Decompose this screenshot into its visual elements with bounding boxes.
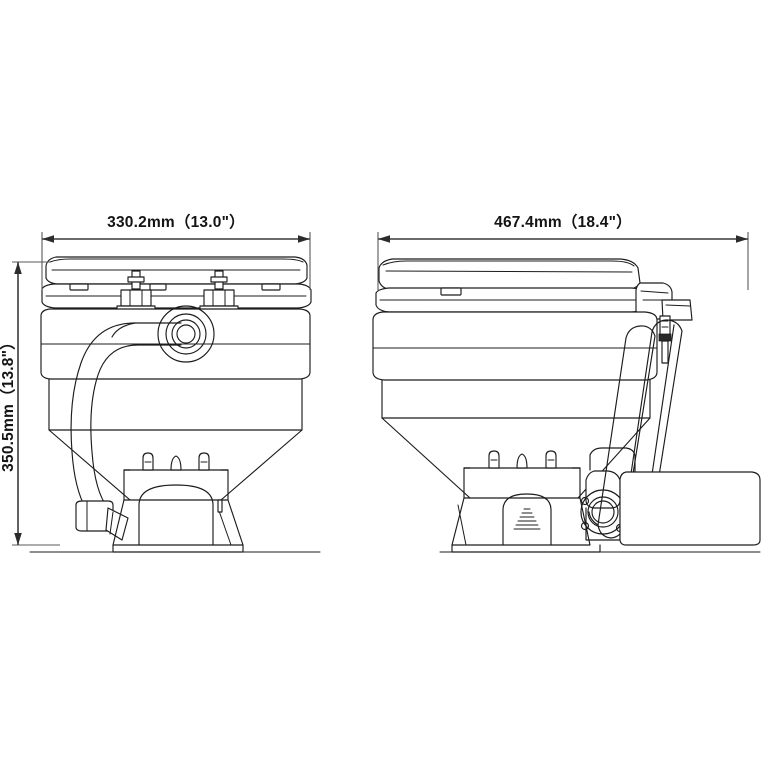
seat-side (375, 287, 648, 323)
mounting-bolt-left (142, 452, 154, 471)
front-view-group (29, 256, 321, 553)
dimension-width-front: 330.2mm（13.0"） (41, 213, 311, 290)
inlet-flange (157, 305, 215, 363)
mounting-bolt-right (198, 452, 210, 471)
hinge-bracket-side (635, 282, 693, 321)
discharge-hose (70, 322, 182, 516)
dimension-label-width-side: 467.4mm（18.4"） (494, 213, 632, 231)
mounting-bolt-right-side (545, 450, 557, 469)
seat (41, 283, 312, 309)
dimension-label-width-front: 330.2mm（13.0"） (107, 213, 245, 231)
mounting-bolt-left-side (488, 450, 500, 469)
dimension-height-front: 350.5mm（13.8"） (0, 261, 60, 546)
dimension-label-height-front: 350.5mm（13.8"） (0, 334, 17, 472)
bowl-side (372, 311, 658, 499)
pedestal-mount-bolts-side (463, 450, 581, 499)
side-view-group (372, 258, 761, 553)
pedestal-mount-bolts (123, 452, 229, 501)
dimension-width-side: 467.4mm（18.4"） (377, 213, 749, 290)
lid (45, 256, 308, 285)
lid-side (378, 258, 641, 291)
base-emblem (513, 508, 541, 530)
pedestal-base (112, 484, 244, 553)
rear-housing-box (619, 471, 761, 546)
hose-end-fitting (75, 500, 129, 541)
